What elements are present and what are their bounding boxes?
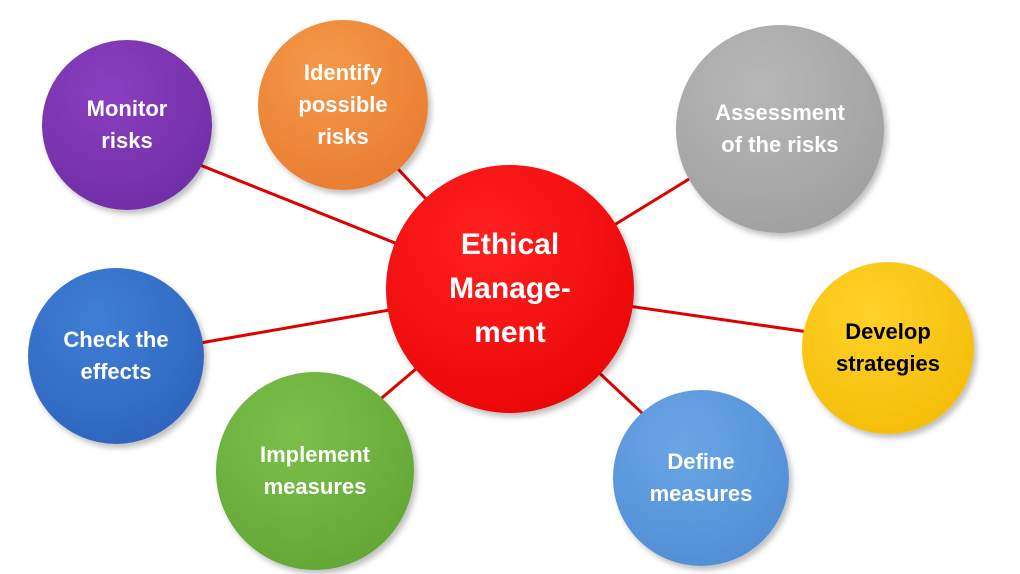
node-define-measures: Define measures: [613, 390, 789, 566]
node-develop-strategies-label: Develop strategies: [836, 319, 940, 376]
node-check-the-effects: Check the effects: [28, 268, 204, 444]
node-identify-possible-risks: Identify possible risks: [258, 20, 428, 190]
node-implement-measures-label: Implement measures: [259, 442, 371, 499]
node-ethical-management: Ethical Manage- ment: [386, 165, 634, 413]
node-define-measures-label: Define measures: [649, 449, 753, 506]
node-assessment-of-risks-label: Assessment of the risks: [715, 100, 845, 157]
node-ethical-management-label: Ethical Manage- ment: [449, 228, 571, 349]
node-identify-possible-risks-label: Identify possible risks: [298, 60, 388, 149]
node-assessment-of-risks: Assessment of the risks: [676, 25, 884, 233]
node-check-the-effects-label: Check the effects: [63, 327, 169, 384]
node-develop-strategies: Develop strategies: [802, 262, 974, 434]
node-monitor-risks: Monitor risks: [42, 40, 212, 210]
node-implement-measures: Implement measures: [216, 372, 414, 570]
node-monitor-risks-label: Monitor risks: [86, 96, 168, 153]
